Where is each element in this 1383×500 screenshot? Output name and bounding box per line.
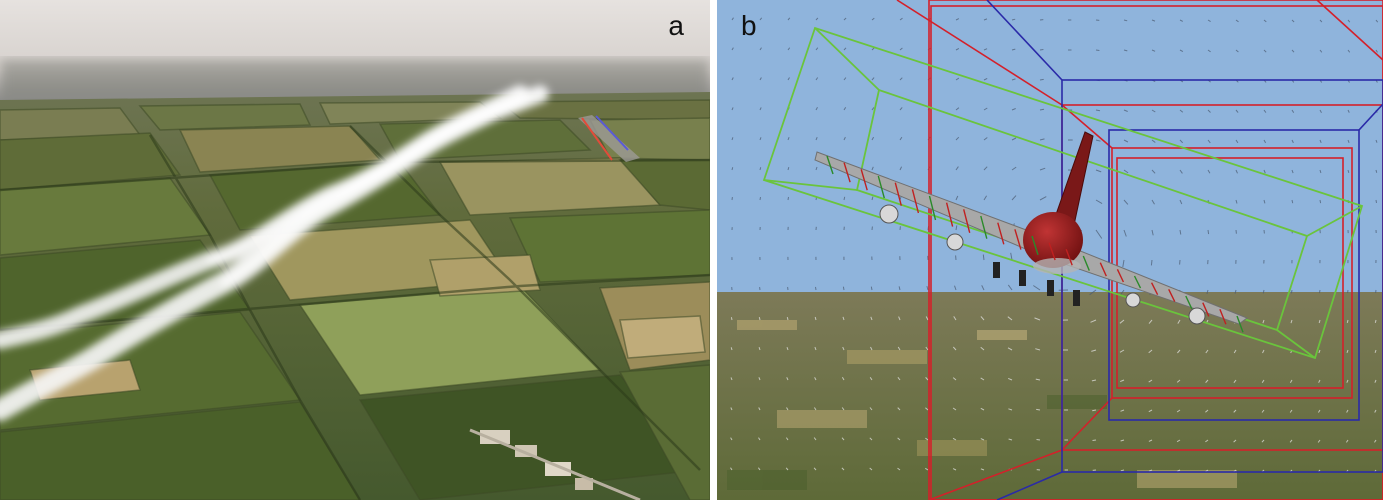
panel-b-wake-simulation: b: [717, 0, 1383, 500]
bounding-box-green: [762, 26, 1364, 360]
panel-a-aerial-smoke: a: [0, 0, 710, 500]
aerial-scene: [0, 0, 710, 500]
panel-label-a: a: [668, 10, 684, 41]
airfield-runway: [578, 115, 640, 162]
panel-label-b: b: [741, 10, 757, 41]
terrain-patches: [727, 320, 1237, 490]
simulation-scene: [717, 0, 1383, 500]
smoke-trail-icon: [0, 85, 549, 421]
farm-buildings: [469, 428, 641, 500]
wing-force-vectors: [826, 155, 1244, 333]
